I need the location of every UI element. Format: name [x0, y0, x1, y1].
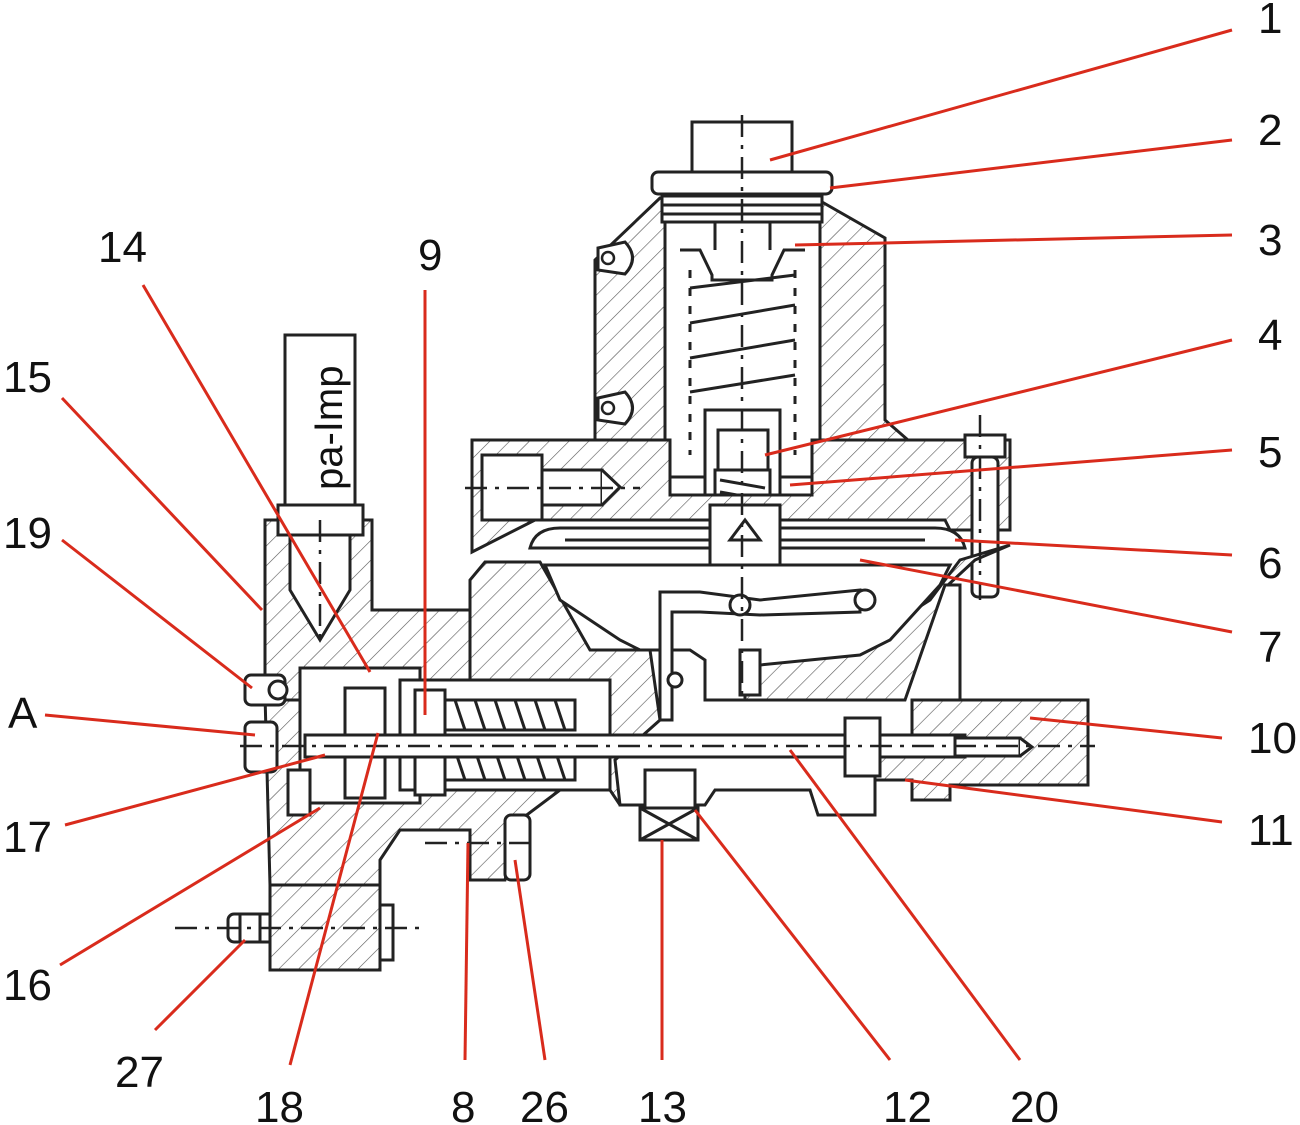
housing-bolt: [963, 433, 1007, 599]
callout-6: 6: [1258, 539, 1282, 588]
leader-5: [789, 448, 1233, 487]
leader-lines: [44, 28, 1233, 1066]
leader-2: [829, 138, 1233, 190]
leader-27: [153, 938, 247, 1032]
drain-plug: [638, 768, 700, 842]
leader-15: [60, 396, 264, 612]
callout-labels: 1 2 3 4 5 6 7 8 9 10 11 12 13 14 15 16 1…: [3, 0, 1297, 1125]
leader-8: [463, 842, 470, 1061]
leader-10: [1029, 716, 1223, 740]
callout-27: 27: [115, 1048, 164, 1097]
callout-2: 2: [1258, 106, 1282, 155]
leader-A: [44, 713, 256, 737]
callout-10: 10: [1248, 714, 1297, 763]
callout-4: 4: [1258, 311, 1282, 360]
callout-16: 16: [3, 961, 52, 1010]
leader-17: [64, 753, 326, 827]
leader-18: [288, 732, 380, 1066]
leader-20: [788, 749, 1022, 1061]
callout-3: 3: [1258, 216, 1282, 265]
leader-14: [141, 284, 372, 673]
callout-7: 7: [1258, 623, 1282, 672]
leader-1: [769, 28, 1233, 162]
leader-26: [513, 859, 547, 1061]
leader-16: [59, 806, 321, 967]
impulse-port-label: pa-Imp: [307, 366, 351, 491]
lever-arm: [658, 588, 877, 722]
callout-1: 1: [1258, 0, 1282, 43]
callout-15: 15: [3, 353, 52, 402]
callout-11: 11: [1248, 806, 1294, 855]
callout-13: 13: [638, 1083, 687, 1125]
callout-8: 8: [451, 1083, 475, 1125]
leader-7: [859, 558, 1233, 634]
callout-5: 5: [1258, 428, 1282, 477]
callout-26: 26: [520, 1083, 569, 1125]
callout-14: 14: [98, 223, 147, 272]
callout-18: 18: [255, 1083, 304, 1125]
callout-A: A: [8, 689, 38, 738]
callout-20: 20: [1010, 1083, 1059, 1125]
leader-6: [954, 538, 1233, 557]
leader-12: [693, 809, 892, 1061]
callout-19: 19: [3, 509, 52, 558]
leader-11: [904, 778, 1223, 824]
centerlines: [175, 115, 1095, 930]
callout-12: 12: [883, 1083, 932, 1125]
leader-3: [794, 233, 1233, 247]
callout-9: 9: [418, 231, 442, 280]
leader-19: [61, 538, 253, 690]
callout-17: 17: [3, 813, 52, 862]
leader-4: [764, 338, 1233, 457]
